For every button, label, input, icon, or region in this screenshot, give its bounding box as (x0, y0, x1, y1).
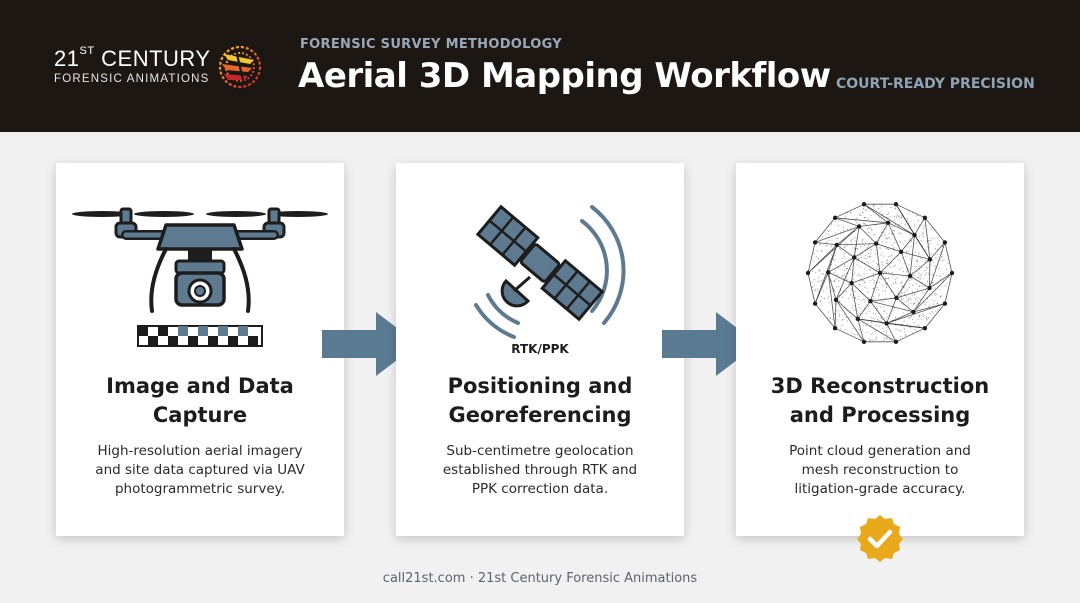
logo-wordmark: 21ST CENTURY (54, 45, 211, 71)
logo-subtitle: FORENSIC ANIMATIONS (54, 73, 210, 85)
tagline: COURT-READY PRECISION (836, 76, 1035, 92)
arrow-right-icon (322, 312, 418, 376)
header-banner: 21ST CENTURY FORENSIC ANIMATIONS FORENSI… (0, 0, 1080, 132)
rtk-label: RTK/PPK (511, 342, 569, 356)
company-logo[interactable]: 21ST CENTURY FORENSIC ANIMATIONS (54, 42, 264, 98)
eyebrow-label: FORENSIC SURVEY METHODOLOGY (300, 37, 563, 52)
page-title: Aerial 3D Mapping Workflow (298, 56, 831, 96)
point-cloud-sphere-icon (805, 202, 955, 344)
checkmark-badge-icon (857, 515, 903, 562)
satellite-icon: RTK/PPK (474, 204, 626, 356)
arrow-right-icon (662, 312, 758, 376)
drone-icon (72, 207, 328, 347)
logo-swirl-icon (218, 45, 262, 89)
footer-text: call21st.com · 21st Century Forensic Ani… (382, 571, 698, 586)
